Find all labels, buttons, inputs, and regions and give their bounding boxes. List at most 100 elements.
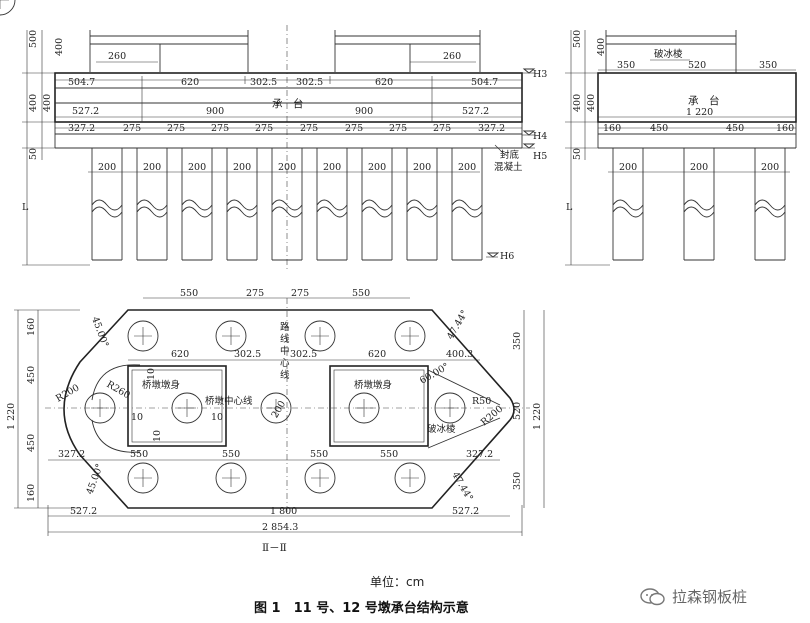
- ten-top: 10: [146, 368, 157, 380]
- row3-9: 327.2: [478, 123, 505, 134]
- left-elevation: 500 400 400 400 50 L 260 260 504.7 620 3…: [22, 25, 547, 270]
- r-ice-breaker: 破冰棱: [654, 48, 683, 60]
- row2-2: 900: [355, 106, 373, 117]
- level-H6: H6: [500, 251, 514, 262]
- plan-left-v-1: 450: [26, 366, 37, 384]
- ten-right: 10: [211, 412, 223, 423]
- ice-breaker-plan: 破冰棱: [427, 423, 456, 435]
- row3-3: 275: [211, 123, 229, 134]
- row2-0: 527.2: [72, 106, 99, 117]
- plan-mid-1: 302.5: [234, 349, 261, 360]
- plan-bot-4: 550: [380, 449, 398, 460]
- plan-left-total: 1 220: [6, 403, 17, 430]
- angle-4744-top: 47.44°: [445, 308, 471, 341]
- plan-right-total: 1 220: [532, 403, 543, 430]
- plan-top-0: 550: [180, 288, 198, 299]
- row1-4: 620: [375, 77, 393, 88]
- row2-1: 900: [206, 106, 224, 117]
- unit-label: 单位：cm: [370, 575, 425, 589]
- road-center-char: 中: [280, 345, 290, 357]
- figure-caption: 图 1 11 号、12 号墩承台结构示意: [254, 601, 469, 616]
- row1-1: 620: [181, 77, 199, 88]
- pile-200: 200: [368, 162, 386, 173]
- seal-concrete-1: 封底: [500, 149, 520, 161]
- r-row1-2: 350: [759, 60, 777, 71]
- row3-1: 275: [123, 123, 141, 134]
- pier-body-right: 桥墩墩身: [354, 379, 392, 391]
- row3-6: 275: [345, 123, 363, 134]
- r-cap-width: 1 220: [686, 107, 713, 118]
- v-dim-500: 500: [28, 30, 39, 48]
- plan-mid-4: 400.3: [446, 349, 473, 360]
- road-center-char: 路: [280, 321, 290, 333]
- plan-edge-right: 527.2: [452, 506, 479, 517]
- v-dim-400b: 400: [28, 94, 39, 112]
- pile-200: 200: [278, 162, 296, 173]
- plan-mid-0: 620: [171, 349, 189, 360]
- pile-200: 200: [233, 162, 251, 173]
- ten-bottom: 10: [152, 430, 163, 442]
- road-center-char: 线: [280, 369, 290, 381]
- r-v-400c: 400: [586, 94, 597, 112]
- r-row1-1: 520: [688, 60, 706, 71]
- r-row3-1: 450: [650, 123, 668, 134]
- plan-mid-3: 620: [368, 349, 386, 360]
- radius-R200-right: R200: [479, 404, 505, 429]
- r-pile-200: 200: [619, 162, 637, 173]
- r-v-400a: 400: [596, 38, 607, 56]
- r-v-500: 500: [572, 30, 583, 48]
- plan-top-1: 275: [246, 288, 264, 299]
- plan-2854: 2 854.3: [262, 522, 298, 533]
- plan-top-3: 550: [352, 288, 370, 299]
- road-center-char: 线: [280, 333, 290, 345]
- left-piles: [91, 147, 483, 261]
- plan-bot-3: 550: [310, 449, 328, 460]
- watermark-text: 拉森钢板桩: [672, 588, 748, 606]
- row3-0: 327.2: [68, 123, 95, 134]
- plan-left-v-0: 160: [26, 318, 37, 336]
- seal-concrete-2: 混凝土: [494, 161, 523, 173]
- plan-1800: 1 800: [270, 506, 297, 517]
- row3-2: 275: [167, 123, 185, 134]
- r-v-400b: 400: [572, 94, 583, 112]
- radius-R50: R50: [472, 396, 491, 407]
- plan-mid-2: 302.5: [290, 349, 317, 360]
- pile-200: 200: [413, 162, 431, 173]
- pile-200: 200: [458, 162, 476, 173]
- cap-label-left: 承 台: [272, 97, 304, 110]
- plan-left-v-2: 450: [26, 434, 37, 452]
- plan-right-v-1: 520: [512, 402, 523, 420]
- r-row3-0: 160: [603, 123, 621, 134]
- road-center-line-label: 路 线 中 心 线: [280, 321, 290, 381]
- angle-60: 60.00°: [418, 361, 451, 387]
- v-dim-L: L: [22, 202, 29, 213]
- r-pile-200: 200: [690, 162, 708, 173]
- plan-piles: [0, 0, 466, 494]
- row1-2: 302.5: [250, 77, 277, 88]
- road-center-char: 心: [280, 358, 290, 369]
- row1-3: 302.5: [296, 77, 323, 88]
- r-row1-0: 350: [617, 60, 635, 71]
- wechat-icon: [640, 587, 665, 605]
- pile-200: 200: [98, 162, 116, 173]
- row3-4: 275: [255, 123, 273, 134]
- right-elevation: 500 400 400 400 50 L 破冰棱 350 520 350 承 台…: [565, 30, 797, 266]
- level-H3: H3: [533, 69, 547, 80]
- plan-edge-left: 527.2: [70, 506, 97, 517]
- row1-0: 504.7: [68, 77, 95, 88]
- pier-body-left: 桥墩墩身: [142, 379, 180, 391]
- plan-right-v-2: 350: [512, 472, 523, 490]
- top-260-left: 260: [108, 51, 126, 62]
- plan-bot-1: 550: [130, 449, 148, 460]
- pier-center-line: 桥墩中心线: [205, 395, 253, 407]
- section-label: Ⅱ－Ⅱ: [262, 542, 287, 554]
- r-row3-3: 160: [776, 123, 794, 134]
- level-H4: H4: [533, 131, 547, 142]
- pile-200-labels: 200 200 200 200 200 200 200 200 200: [98, 162, 476, 173]
- r200-center: 200: [270, 399, 289, 420]
- watermark: 拉森钢板桩: [640, 586, 747, 607]
- r-v-50a: 50: [572, 148, 583, 160]
- r-v-L: L: [566, 202, 573, 213]
- plan-bot-0: 327.2: [58, 449, 85, 460]
- row3-5: 275: [300, 123, 318, 134]
